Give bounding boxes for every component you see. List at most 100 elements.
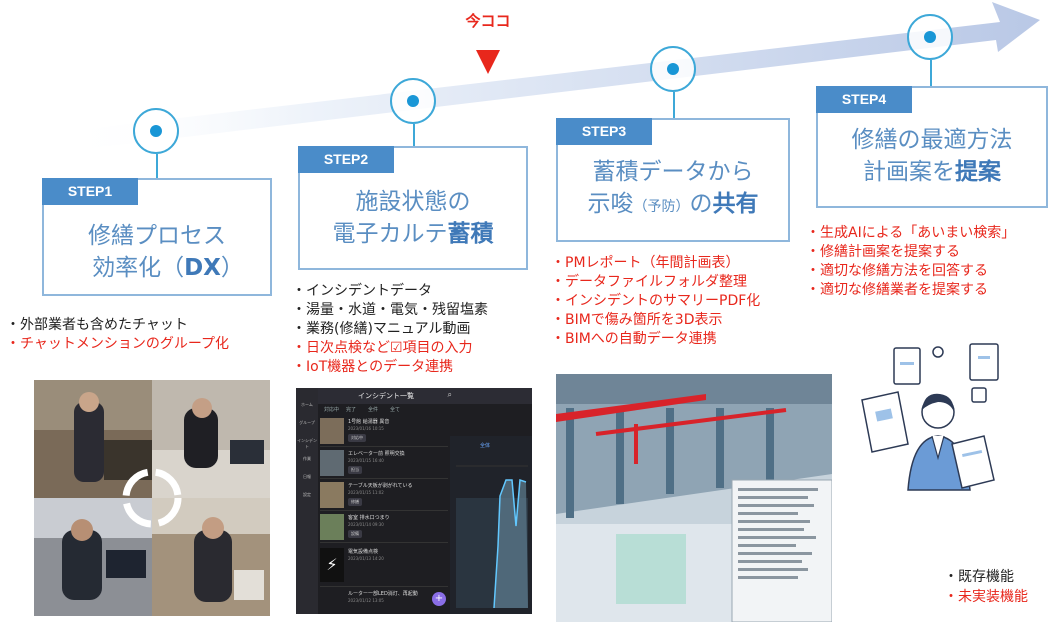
app-sidebar: ホーム グループ インシデント 作業 日報 設定 (296, 388, 318, 614)
incident-title: 客室 排水口つまり (348, 515, 390, 521)
incident-item[interactable]: テーブル天板が剥がれている 2023/01/15 11:02 修繕 (320, 480, 448, 511)
step3-title-line1: 蓄積データから (592, 159, 754, 185)
incident-chip: 対応中 (348, 434, 366, 442)
timeline-arrow (60, 2, 1040, 152)
app-side-item-2[interactable]: インシデント (297, 438, 317, 449)
legend-existing: ・既存機能 (944, 569, 1014, 585)
step2-title: 施設状態の 電子カルテ蓄積 (300, 186, 526, 250)
step3-feature-2: ・インシデントのサマリーPDF化 (551, 293, 761, 309)
app-side-item-3[interactable]: 作業 (303, 456, 311, 461)
step1-node (133, 108, 179, 154)
step4-stem (930, 60, 932, 86)
step2-title-line1: 施設状態の (355, 189, 471, 215)
bim-render (556, 374, 832, 622)
step1-stem (156, 154, 158, 178)
step4-feature-list: ・生成AIによる「あいまい検索」 ・修繕計画案を提案する ・適切な修繕方法を回答… (806, 224, 1015, 300)
incident-date: 2023/01/14 09:30 (348, 522, 384, 527)
incident-item[interactable]: 1号館 給湯器 異音 2023/01/16 10:15 対応中 (320, 416, 448, 447)
step3-title-mid: の (689, 191, 713, 217)
step2-feature-4: ・IoT機器とのデータ連携 (292, 359, 454, 375)
step1-feature-0: ・外部業者も含めたチャット (6, 317, 188, 333)
step1-title-pre: 効率化（ (92, 255, 185, 281)
incident-title: ルーター一部LED消灯、再起動 (348, 591, 418, 597)
step1-title-line1: 修繕プロセス (88, 223, 226, 249)
incident-date: 2023/01/12 13:05 (348, 598, 384, 603)
app-tab-1[interactable]: 完了 (346, 407, 357, 413)
step4-feature-2: ・適切な修繕方法を回答する (806, 263, 988, 279)
step1-title-line2: 効率化（DX） (44, 252, 270, 284)
step2-node (390, 78, 436, 124)
app-tab-0[interactable]: 対応中 (324, 407, 340, 413)
app-tabs: 対応中 完了 全件 全て (318, 404, 448, 414)
step4-feature-1: ・修繕計画案を提案する (806, 244, 960, 260)
sensor-chart-panel: 全体 (450, 436, 532, 614)
step2-title-bold: 蓄積 (447, 221, 494, 247)
incident-item[interactable]: エレベーター前 照明交換 2023/01/15 16:40 担当 (320, 448, 448, 479)
legend-unimplemented: ・未実装機能 (944, 589, 1028, 605)
step2-title-pre: 電子カルテ (332, 221, 448, 247)
step4-tag: STEP4 (816, 86, 912, 113)
incident-chip: 設備 (348, 530, 362, 538)
step3-title-bold: 共有 (712, 191, 759, 217)
step2-title-line2: 電子カルテ蓄積 (300, 218, 526, 250)
incident-thumb (320, 450, 344, 476)
add-button[interactable]: + (432, 592, 446, 606)
step3-title: 蓄積データから 示唆（予防）の共有 (558, 156, 788, 223)
step4-title-bold: 提案 (955, 159, 1001, 185)
step2-feature-list: ・インシデントデータ ・湯量・水道・電気・残留塩素 ・業務(修繕)マニュアル動画… (292, 282, 488, 377)
incident-title: 電気設備点検 (348, 549, 379, 555)
bim-3d-view (556, 374, 832, 622)
step4-title: 修繕の最適方法 計画案を提案 (818, 124, 1046, 188)
step1-feature-1: ・チャットメンションのグループ化 (6, 336, 230, 352)
app-side-item-0[interactable]: ホーム (301, 402, 313, 407)
step2-tag: STEP2 (298, 146, 394, 173)
step1-photo-collage (34, 380, 270, 616)
ai-proposal-illustration (852, 340, 1002, 510)
incident-date: 2023/01/15 16:40 (348, 458, 384, 463)
step3-feature-list: ・PMレポート（年間計画表） ・データファイルフォルダ整理 ・インシデントのサマ… (551, 254, 760, 349)
app-side-item-4[interactable]: 日報 (303, 474, 311, 479)
step3-tag: STEP3 (556, 118, 652, 145)
step1-title-bold: DX (184, 255, 221, 281)
incident-date: 2023/01/15 11:02 (348, 490, 384, 495)
legend: ・既存機能 ・未実装機能 (944, 567, 1028, 607)
person-with-documents (861, 343, 999, 491)
incident-thumb (320, 514, 344, 540)
incident-item[interactable]: 客室 排水口つまり 2023/01/14 09:30 設備 (320, 512, 448, 543)
incident-chip: 担当 (348, 466, 362, 474)
step3-title-line2: 示唆（予防）の共有 (558, 188, 788, 223)
step1-title-post: ） (220, 255, 244, 281)
step3-card (556, 118, 790, 242)
app-side-item-5[interactable]: 設定 (303, 492, 311, 497)
step2-feature-2: ・業務(修繕)マニュアル動画 (292, 321, 471, 337)
step3-feature-4: ・BIMへの自動データ連携 (551, 331, 717, 347)
incident-thumb (320, 418, 344, 444)
step4-title-line2: 計画案を提案 (818, 156, 1046, 188)
incident-app-screenshot: ホーム グループ インシデント 作業 日報 設定 インシデント一覧 ⌕ 対応中 … (296, 388, 532, 614)
incident-thumb (320, 482, 344, 508)
incident-list: 1号館 給湯器 異音 2023/01/16 10:15 対応中 エレベーター前 … (320, 416, 448, 614)
app-header: インシデント一覧 ⌕ (318, 388, 532, 404)
step2-feature-0: ・インシデントデータ (292, 283, 432, 299)
step3-title-small: （予防） (633, 199, 690, 215)
collage-photos (34, 380, 270, 616)
step1-feature-list: ・外部業者も含めたチャット ・チャットメンションのグループ化 (6, 316, 229, 354)
step2-feature-1: ・湯量・水道・電気・残留塩素 (292, 302, 488, 318)
app-title: インシデント一覧 (358, 392, 414, 400)
step4-title-pre: 計画案を (863, 159, 955, 185)
app-tab-3[interactable]: 全て (390, 407, 401, 413)
incident-date: 2023/01/13 14:20 (348, 556, 384, 561)
app-search-icon[interactable]: ⌕ (447, 390, 452, 399)
current-position-label: 今ココ (465, 12, 511, 30)
incident-item[interactable]: ⚡ 電気設備点検 2023/01/13 14:20 (320, 544, 448, 587)
step1-tag: STEP1 (42, 178, 138, 205)
step2-stem (413, 124, 415, 146)
incident-chip: 修繕 (348, 498, 362, 506)
chart-tab-label[interactable]: 全体 (480, 443, 491, 449)
incident-item[interactable]: ルーター一部LED消灯、再起動 2023/01/12 13:05 (320, 588, 448, 614)
lightning-icon: ⚡ (320, 548, 344, 582)
app-tab-2[interactable]: 全件 (368, 407, 379, 413)
step3-feature-3: ・BIMで傷み箇所を3D表示 (551, 312, 723, 328)
incident-title: テーブル天板が剥がれている (348, 483, 413, 489)
app-side-item-1[interactable]: グループ (299, 420, 315, 425)
